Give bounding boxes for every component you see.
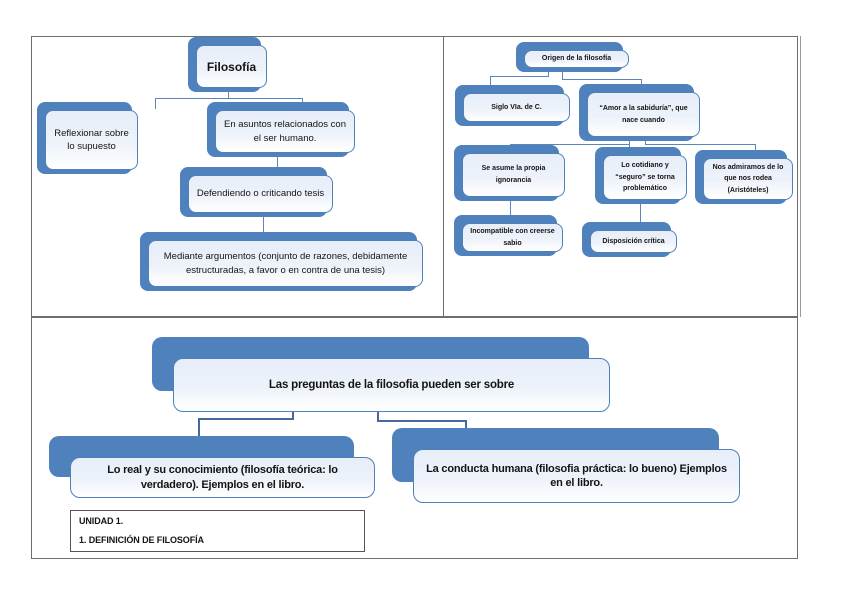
connector-line [277,152,278,169]
node-mediante-argumentos: Mediante argumentos (conjunto de razones… [140,232,423,291]
node-origen-filosofia: Origen de la filosofía [516,42,629,72]
node-amor-sabiduria: “Amor a la sabiduría”, que nace cuando [579,84,700,141]
outer-right-border-line [800,36,801,317]
connector-line [377,412,379,422]
connector-line [490,76,491,87]
node-label: Origen de la filosofía [541,55,612,63]
node-label: Mediante argumentos (conjunto de razones… [163,251,408,276]
node-label: “Amor a la sabiduría”, que nace cuando [599,104,688,124]
top-panels-frame [31,36,798,318]
connector-line [155,98,156,109]
connector-line [155,98,303,99]
node-incompatible-sabio: Incompatible con creerse sabio [454,215,563,256]
connector-line [292,412,294,420]
node-cotidiano-problematico: Lo cotidiano y “seguro” se torna problem… [595,147,687,204]
node-label: La conducta humana (filosofia práctica: … [426,462,727,489]
node-label: Lo real y su conocimiento (filosofía teó… [107,464,338,491]
connector-line [562,68,563,79]
node-siglo-vi: Siglo VIa. de C. [455,85,570,126]
connector-line [629,137,630,150]
connector-line [465,420,467,433]
node-reflexionar: Reflexionar sobre lo supuesto [37,102,138,174]
node-label: Filosofía [206,59,257,74]
node-asuntos-ser-humano: En asuntos relacionados con el ser human… [207,102,355,157]
connector-line [490,76,549,77]
unidad-subtitle: 1. DEFINICIÓN DE FILOSOFÍA [79,535,204,545]
node-label: Lo cotidiano y “seguro” se torna problem… [615,162,675,193]
connector-line [263,213,264,234]
connector-line [198,418,200,437]
node-label: Reflexionar sobre lo supuesto [54,127,129,152]
node-preguntas-filosofia: Las preguntas de la filosofia pueden ser… [152,337,610,412]
node-label: Siglo VIa. de C. [491,103,542,111]
node-label: Incompatible con creerse sabio [470,227,555,247]
bottom-panel-frame [31,316,798,559]
connector-line [228,88,229,98]
connector-line [755,144,756,153]
connector-line [198,418,294,420]
node-label: En asuntos relacionados con el ser human… [224,119,346,144]
unidad-title: UNIDAD 1. [79,516,124,526]
node-label: Las preguntas de la filosofia pueden ser… [268,378,515,391]
node-filosofia: Filosofía [188,37,267,92]
connector-line [510,144,630,145]
node-admiramos-aristoteles: Nos admiramos de lo que nos rodea (Arist… [695,150,793,204]
node-disposicion-critica: Disposición crítica [582,222,677,257]
unidad-caption-box: UNIDAD 1. 1. DEFINICIÓN DE FILOSOFÍA [70,510,365,552]
node-defendiendo-tesis: Defendiendo o criticando tesis [180,167,333,217]
node-filosofia-practica: La conducta humana (filosofia práctica: … [392,428,740,503]
node-label: Defendiendo o criticando tesis [196,188,325,200]
connector-line [645,144,756,145]
node-filosofia-teorica: Lo real y su conocimiento (filosofía teó… [49,436,375,498]
connector-line [562,79,642,80]
panel-divider-line [443,36,444,317]
connector-line [640,200,641,224]
connector-line [510,197,511,217]
node-label: Disposición crítica [602,237,665,245]
connector-line [548,68,549,76]
node-label: Se asume la propia ignorancia [481,165,546,184]
connector-line [377,420,467,422]
node-label: Nos admiramos de lo que nos rodea (Arist… [712,163,784,194]
node-se-asume-ignorancia: Se asume la propia ignorancia [454,145,565,201]
connector-line [641,79,642,86]
